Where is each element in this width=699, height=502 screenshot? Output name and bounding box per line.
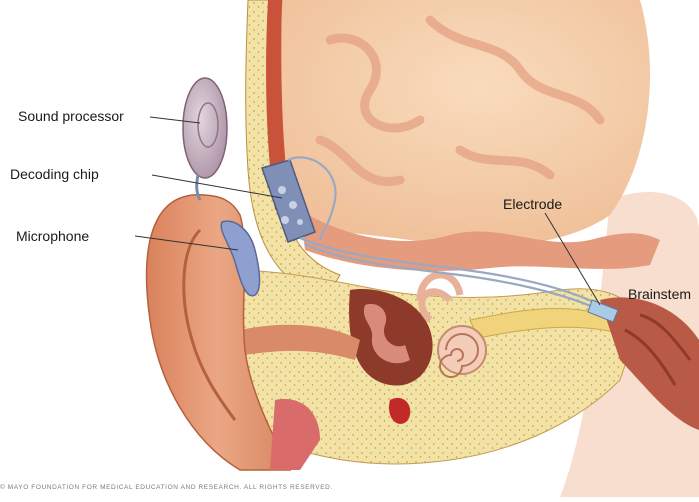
label-electrode: Electrode	[503, 196, 562, 212]
copyright-notice: © MAYO FOUNDATION FOR MEDICAL EDUCATION …	[0, 484, 333, 491]
label-sound-processor: Sound processor	[18, 108, 124, 124]
label-microphone: Microphone	[16, 228, 89, 244]
label-decoding-chip: Decoding chip	[10, 166, 99, 182]
label-brainstem: Brainstem	[628, 286, 691, 302]
